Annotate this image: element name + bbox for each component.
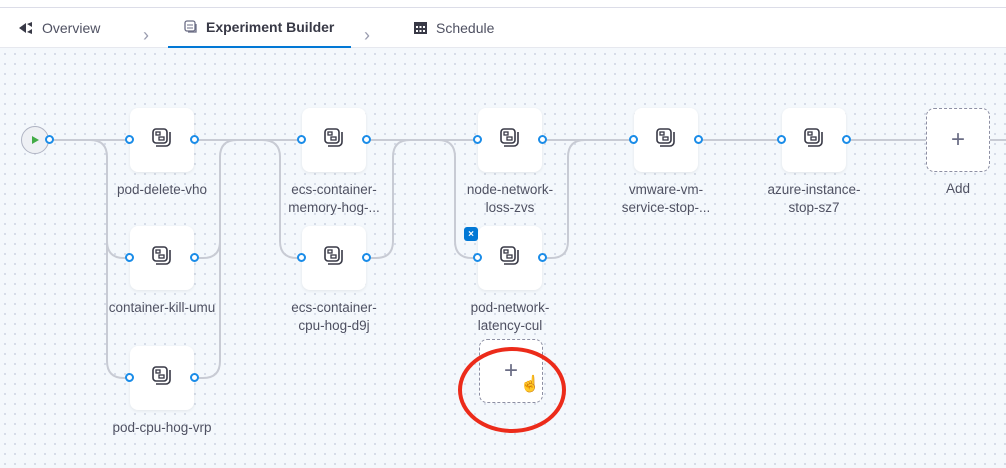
overview-icon [19,21,32,34]
output-port[interactable] [538,253,547,262]
output-port[interactable] [842,135,851,144]
input-port[interactable] [297,253,306,262]
input-port[interactable] [297,135,306,144]
tab-bar: Overview › Experiment Builder › Schedule [0,8,1006,48]
fault-icon [322,244,346,273]
tab-experiment-builder[interactable]: Experiment Builder [168,8,351,48]
tab-overview[interactable]: Overview [18,8,100,48]
start-node[interactable] [21,126,54,154]
fault-icon [150,364,174,393]
output-port[interactable] [190,135,199,144]
tab-label: Experiment Builder [206,18,335,35]
input-port[interactable] [125,135,134,144]
fault-icon [150,244,174,273]
fault-node-label: pod-network-latency-cul [470,300,550,333]
fault-node[interactable] [777,108,851,172]
fault-node-label: pod-delete-vho [116,182,208,197]
fault-node[interactable] [473,226,547,290]
fault-node[interactable] [629,108,703,172]
fault-node[interactable] [125,108,199,172]
output-port[interactable] [190,253,199,262]
fault-node-label: ecs-container-memory-hog-... [288,182,380,215]
fault-icon [150,126,174,155]
output-port[interactable] [538,135,547,144]
input-port[interactable] [125,373,134,382]
add-step-button[interactable]: + [926,108,990,172]
plus-icon: + [950,126,965,153]
output-port[interactable] [362,253,371,262]
fault-node[interactable] [125,346,199,410]
input-port[interactable] [473,135,482,144]
tab-label: Schedule [436,19,495,36]
calendar-icon [414,22,427,34]
fault-icon [498,244,522,273]
add-label: Add [945,181,971,196]
fault-node-label: azure-instance-stop-sz7 [767,182,861,215]
chevron-right-icon: › [364,25,370,45]
output-port[interactable] [45,135,54,144]
fault-node-label: vmware-vm-service-stop-... [621,182,711,215]
output-port[interactable] [362,135,371,144]
fault-node[interactable] [473,108,547,172]
input-port[interactable] [629,135,638,144]
fault-icon [654,126,678,155]
remove-node-button[interactable]: × [464,227,478,241]
tab-label: Overview [42,19,101,36]
highlight-circle [458,347,566,433]
input-port[interactable] [777,135,786,144]
output-port[interactable] [694,135,703,144]
input-port[interactable] [125,253,134,262]
fault-node-label: pod-cpu-hog-vrp [112,420,212,435]
fault-node[interactable] [297,226,371,290]
fault-icon [498,126,522,155]
fault-icon [322,126,346,155]
experiment-icon [184,19,197,33]
fault-node[interactable] [125,226,199,290]
fault-node-label: ecs-container-cpu-hog-d9j [291,300,377,333]
top-border [0,0,1006,8]
play-icon [32,136,39,144]
fault-node[interactable] [297,108,371,172]
tab-schedule[interactable]: Schedule [413,8,494,48]
input-port[interactable] [473,253,482,262]
fault-icon [802,126,826,155]
output-port[interactable] [190,373,199,382]
chevron-right-icon: › [143,25,149,45]
fault-node-label: container-kill-umu [108,300,216,315]
fault-node-label: node-network-loss-zvs [466,182,554,215]
